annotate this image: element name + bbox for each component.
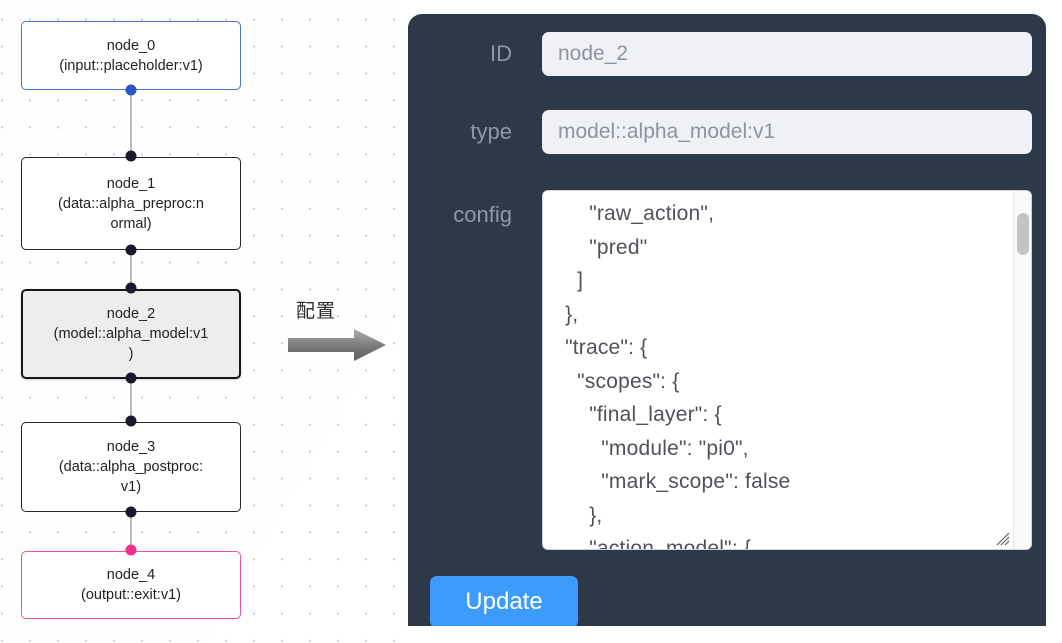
id-field-label: ID — [490, 41, 512, 66]
node-handle-target-node_4[interactable] — [125, 544, 137, 556]
node-handle-source-node_0[interactable] — [125, 84, 137, 96]
node-handle-target-node_1[interactable] — [125, 150, 137, 162]
graph-canvas[interactable]: node_0 (input::placeholder:v1) node_1 (d… — [0, 0, 400, 643]
node-handle-target-node_2[interactable] — [125, 282, 137, 294]
config-field-label: config — [453, 202, 512, 227]
resize-grip-icon[interactable] — [995, 531, 1011, 547]
edge-node3-node4 — [130, 512, 132, 550]
config-textarea[interactable]: "raw_action", "pred" ] }, "trace": { "sc… — [543, 191, 1031, 549]
graph-node-label: node_0 (input::placeholder:v1) — [59, 37, 203, 74]
node-handle-source-node_3[interactable] — [125, 506, 137, 518]
graph-node-node_3[interactable]: node_3 (data::alpha_postproc: v1) — [21, 422, 241, 512]
graph-node-node_4[interactable]: node_4 (output::exit:v1) — [21, 551, 241, 619]
node-handle-source-node_2[interactable] — [125, 372, 137, 384]
edge-node0-node1 — [130, 90, 132, 156]
graph-node-label: node_3 (data::alpha_postproc: v1) — [58, 439, 204, 495]
edge-node2-node3 — [130, 378, 132, 422]
arrow-right-icon — [288, 329, 386, 361]
annotation-arrow-group: 配置 — [288, 296, 392, 362]
graph-node-label: node_4 (output::exit:v1) — [81, 567, 181, 603]
field-row-type: type — [408, 110, 1046, 154]
node-handle-target-node_3[interactable] — [125, 415, 137, 427]
type-field-label: type — [470, 119, 512, 144]
graph-node-node_0[interactable]: node_0 (input::placeholder:v1) — [21, 21, 241, 90]
config-scrollbar[interactable] — [1013, 191, 1031, 549]
id-input[interactable] — [542, 32, 1032, 76]
field-row-id: ID — [408, 32, 1046, 76]
edge-node1-node2 — [130, 250, 132, 288]
arrow-caption: 配置 — [296, 300, 337, 322]
config-textarea-wrap: "raw_action", "pred" ] }, "trace": { "sc… — [542, 190, 1032, 550]
graph-node-label: node_1 (data::alpha_preproc:n ormal) — [58, 175, 204, 232]
config-scrollbar-thumb[interactable] — [1017, 213, 1029, 255]
field-row-config: config "raw_action", "pred" ] }, "trace"… — [408, 190, 1046, 550]
node-handle-source-node_1[interactable] — [125, 244, 137, 256]
graph-node-node_1[interactable]: node_1 (data::alpha_preproc:n ormal) — [21, 157, 241, 250]
graph-node-label: node_2 (model::alpha_model:v1 ) — [53, 306, 209, 362]
type-input[interactable] — [542, 110, 1032, 154]
graph-node-node_2[interactable]: node_2 (model::alpha_model:v1 ) — [21, 289, 241, 379]
node-config-panel: ID type config "raw_action", "pred" ] },… — [408, 14, 1046, 626]
update-button[interactable]: Update — [430, 576, 578, 626]
